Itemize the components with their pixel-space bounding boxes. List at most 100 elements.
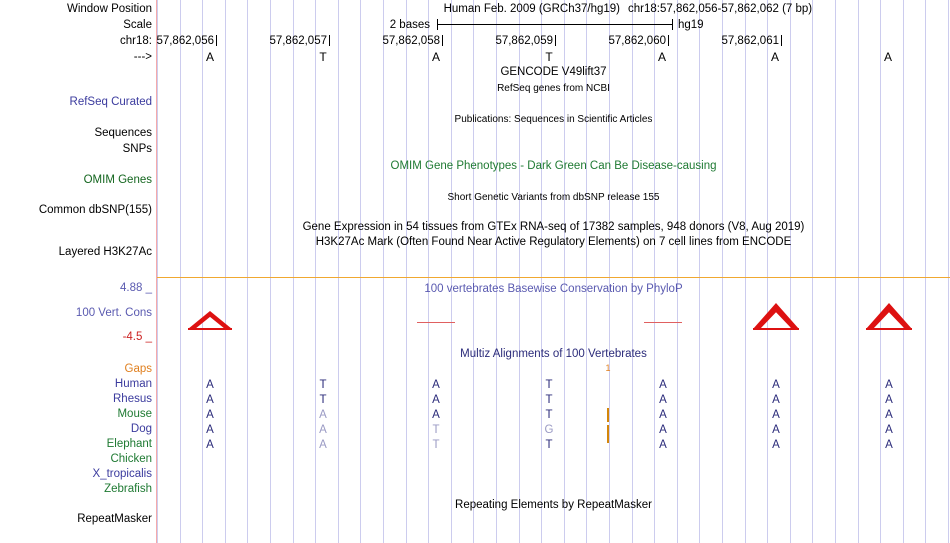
conservation-track-top-rule <box>157 277 950 278</box>
ruler-coordinate: 57,862,057 <box>255 35 330 48</box>
position-readout[interactable]: chr18:57,862,056-57,862,062 (7 bp) <box>628 3 813 15</box>
ruler-base-letter: A <box>205 50 214 64</box>
gap-marker <box>607 408 609 422</box>
alignment-base[interactable]: A <box>885 394 893 406</box>
alignment-base[interactable]: T <box>545 394 553 406</box>
alignment-base[interactable]: T <box>432 424 440 436</box>
track-title-repeatmasker[interactable]: Repeating Elements by RepeatMasker <box>455 499 652 511</box>
alignment-base[interactable]: A <box>432 394 440 406</box>
alignment-base[interactable]: A <box>772 409 780 421</box>
track-title-h3k27ac[interactable]: H3K27Ac Mark (Often Found Near Active Re… <box>315 236 792 248</box>
species-label-rhesus[interactable]: Rhesus <box>113 393 152 405</box>
alignment-base[interactable]: A <box>206 424 214 436</box>
gridline <box>315 0 316 543</box>
alignment-base[interactable]: G <box>544 424 554 436</box>
alignment-base[interactable]: A <box>659 424 667 436</box>
alignment-base[interactable]: A <box>319 424 327 436</box>
alignment-base[interactable]: T <box>545 439 553 451</box>
alignment-base[interactable]: A <box>432 409 440 421</box>
alignment-base[interactable]: A <box>885 439 893 451</box>
gridline <box>948 0 949 543</box>
alignment-base[interactable]: A <box>206 394 214 406</box>
track-title-phylop[interactable]: 100 vertebrates Basewise Conservation by… <box>424 283 683 295</box>
track-title-multiz[interactable]: Multiz Alignments of 100 Vertebrates <box>460 348 647 360</box>
species-label-x-tropicalis[interactable]: X_tropicalis <box>92 468 152 480</box>
gridline <box>338 0 339 543</box>
gridline <box>677 0 678 543</box>
gridline <box>880 0 881 543</box>
ruler-base-letter: T <box>545 50 553 64</box>
alignment-base[interactable]: T <box>432 439 440 451</box>
scale-label: Scale <box>123 19 152 31</box>
track-title-gtex[interactable]: Gene Expression in 54 tissues from GTEx … <box>302 221 805 233</box>
alignment-base[interactable]: A <box>659 379 667 391</box>
gap-marker <box>607 425 609 443</box>
species-label-human[interactable]: Human <box>114 378 152 390</box>
gridline <box>428 0 429 543</box>
sidebar-item-repeatmasker[interactable]: RepeatMasker <box>77 513 152 525</box>
conservation-axis-min: -4.5 _ <box>122 331 152 343</box>
sidebar-item-snps[interactable]: SNPs <box>122 143 152 155</box>
gridline <box>767 0 768 543</box>
sidebar-item-100-vert-cons[interactable]: 100 Vert. Cons <box>75 307 152 319</box>
sidebar-item-common-dbsnp[interactable]: Common dbSNP(155) <box>38 204 152 216</box>
sidebar-item-refseq-curated[interactable]: RefSeq Curated <box>69 96 152 108</box>
track-title-dbsnp[interactable]: Short Genetic Variants from dbSNP releas… <box>447 192 660 203</box>
alignment-base[interactable]: T <box>545 379 553 391</box>
sidebar-item-sequences[interactable]: Sequences <box>94 127 152 139</box>
ruler-base-letter: A <box>431 50 440 64</box>
species-label-elephant[interactable]: Elephant <box>106 438 152 450</box>
sidebar-item-omim-genes[interactable]: OMIM Genes <box>83 174 152 186</box>
ruler-coordinate: 57,862,059 <box>481 35 556 48</box>
species-label-gaps[interactable]: Gaps <box>124 363 153 375</box>
species-label-dog[interactable]: Dog <box>130 423 152 435</box>
conservation-flat-segment <box>644 322 682 323</box>
gridline <box>451 0 452 543</box>
alignment-base[interactable]: A <box>772 379 780 391</box>
alignment-base[interactable]: A <box>772 424 780 436</box>
alignment-base[interactable]: A <box>659 394 667 406</box>
conservation-peak <box>188 310 232 330</box>
gridline <box>654 0 655 543</box>
species-label-zebrafish[interactable]: Zebrafish <box>104 483 152 495</box>
species-label-chicken[interactable]: Chicken <box>110 453 152 465</box>
gridline <box>383 0 384 543</box>
alignment-base[interactable]: A <box>206 409 214 421</box>
alignment-base[interactable]: A <box>206 379 214 391</box>
ruler-coordinate: 57,862,061 <box>707 35 782 48</box>
alignment-base[interactable]: A <box>659 439 667 451</box>
alignment-base[interactable]: A <box>885 379 893 391</box>
alignment-base[interactable]: A <box>432 379 440 391</box>
ruler-coordinate: 57,862,060 <box>594 35 669 48</box>
alignment-base[interactable]: T <box>545 409 553 421</box>
alignment-base[interactable]: A <box>885 409 893 421</box>
gridline <box>247 0 248 543</box>
alignment-base[interactable]: T <box>319 394 327 406</box>
track-title-omim[interactable]: OMIM Gene Phenotypes - Dark Green Can Be… <box>390 160 717 172</box>
alignment-base[interactable]: A <box>772 439 780 451</box>
strand-label: ---> <box>133 51 152 63</box>
track-title-refseq[interactable]: RefSeq genes from NCBI <box>497 83 610 94</box>
sidebar-item-layered-h3k27ac[interactable]: Layered H3K27Ac <box>58 246 152 258</box>
alignment-base[interactable]: A <box>885 424 893 436</box>
gridline <box>745 0 746 543</box>
alignment-base[interactable]: T <box>319 379 327 391</box>
chrom-label: chr18: <box>120 35 152 47</box>
alignment-base[interactable]: A <box>772 394 780 406</box>
alignment-base[interactable]: A <box>319 409 327 421</box>
alignment-base[interactable]: A <box>206 439 214 451</box>
scale-bar <box>437 19 673 30</box>
gridline <box>564 0 565 543</box>
track-title-gencode[interactable]: GENCODE V49lift37 <box>500 66 607 78</box>
gridline <box>293 0 294 543</box>
species-label-mouse[interactable]: Mouse <box>117 408 152 420</box>
gridline <box>609 0 610 543</box>
alignment-base[interactable]: A <box>319 439 327 451</box>
gridline <box>812 0 813 543</box>
alignment-base[interactable]: A <box>659 409 667 421</box>
track-title-publications[interactable]: Publications: Sequences in Scientific Ar… <box>454 114 653 125</box>
gridline <box>270 0 271 543</box>
gridline <box>225 0 226 543</box>
